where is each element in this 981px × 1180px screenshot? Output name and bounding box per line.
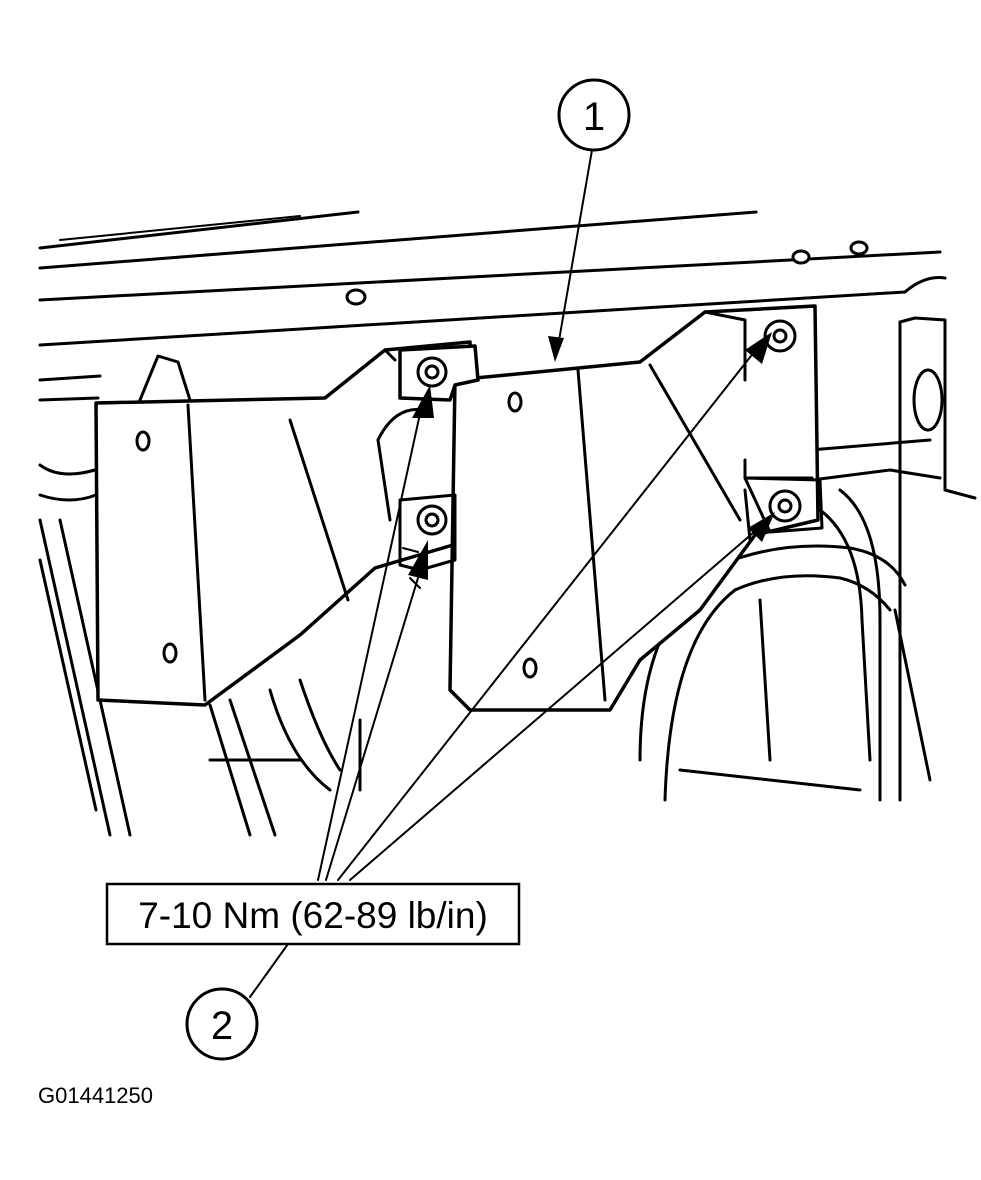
- torque-leader-lines: [317, 332, 775, 881]
- callout-1: 1: [548, 78, 631, 362]
- torque-spec-box: 7-10 Nm (62-89 lb/in): [105, 882, 521, 946]
- callout-2-number: 2: [211, 1004, 233, 1048]
- callout-1-number: 1: [583, 95, 605, 139]
- cowl-cross-member: [38, 210, 947, 347]
- background-structure: [38, 316, 977, 837]
- mounting-bolts: [398, 304, 824, 589]
- torque-spec-label: 7-10 Nm (62-89 lb/in): [138, 895, 488, 936]
- figure-id: G01441250: [38, 1083, 153, 1108]
- center-bracket: [448, 304, 820, 712]
- callout-2: 2: [185, 943, 289, 1061]
